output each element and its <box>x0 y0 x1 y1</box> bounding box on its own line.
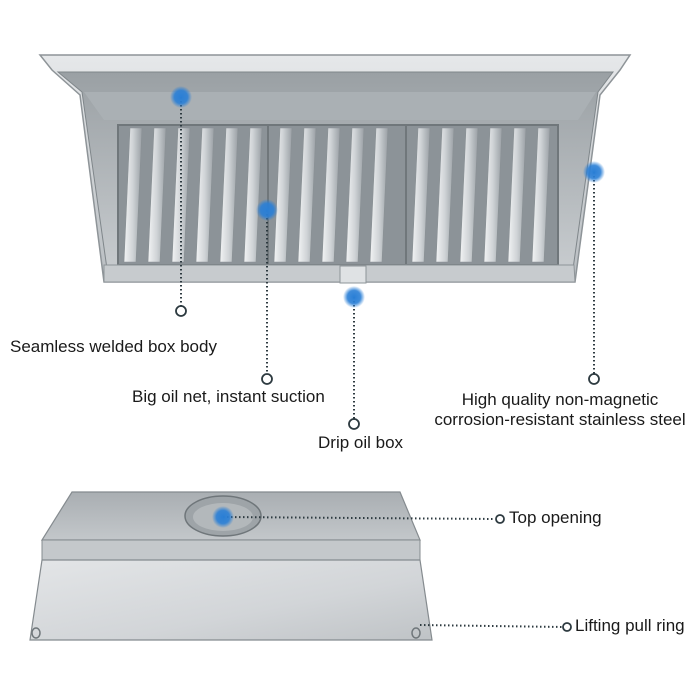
marker-top-opening-icon <box>212 506 234 528</box>
leader-lines <box>180 97 595 628</box>
filter-slat <box>273 127 293 263</box>
filter-slat <box>483 127 503 263</box>
filter-slat <box>531 127 551 263</box>
endpoint-top-opening-icon <box>495 514 505 524</box>
filter-slat <box>171 127 191 263</box>
pull-ring-right-icon <box>411 627 421 639</box>
filter-slat <box>297 127 317 263</box>
oil-filter-slats <box>123 127 551 263</box>
label-oil-net: Big oil net, instant suction <box>132 387 325 406</box>
hood-exterior <box>29 491 433 641</box>
endpoint-drip-box-icon <box>348 418 360 430</box>
filter-slat <box>243 127 263 263</box>
feature-markers <box>170 86 605 528</box>
filter-slat <box>435 127 455 263</box>
filter-slat <box>147 127 167 263</box>
filter-slat <box>219 127 239 263</box>
label-steel-line2: corrosion-resistant stainless steel <box>434 410 686 429</box>
pull-ring-left-icon <box>31 627 41 639</box>
filter-slat <box>345 127 365 263</box>
filter-slat <box>507 127 527 263</box>
label-steel-line1: High quality non-magnetic <box>461 390 659 409</box>
filter-slat <box>321 127 341 263</box>
label-box-body: Seamless welded box body <box>10 337 217 356</box>
filter-slat <box>195 127 215 263</box>
label-pull-ring: Lifting pull ring <box>575 616 685 635</box>
label-drip-box: Drip oil box <box>318 433 404 452</box>
filter-slat <box>123 127 143 263</box>
endpoint-steel-icon <box>588 373 600 385</box>
leader-endpoints <box>175 305 600 632</box>
filter-slat <box>369 127 389 263</box>
filter-slat <box>411 127 431 263</box>
endpoint-pull-ring-icon <box>562 622 572 632</box>
endpoint-box-body-icon <box>175 305 187 317</box>
marker-steel-icon <box>583 161 605 183</box>
label-steel: High quality non-magnetic corrosion-resi… <box>430 390 690 430</box>
marker-drip-box-icon <box>343 286 365 308</box>
marker-oil-net-icon <box>256 199 278 221</box>
endpoint-oil-net-icon <box>261 373 273 385</box>
label-top-opening: Top opening <box>509 508 602 527</box>
marker-box-body-icon <box>170 86 192 108</box>
filter-slat <box>459 127 479 263</box>
